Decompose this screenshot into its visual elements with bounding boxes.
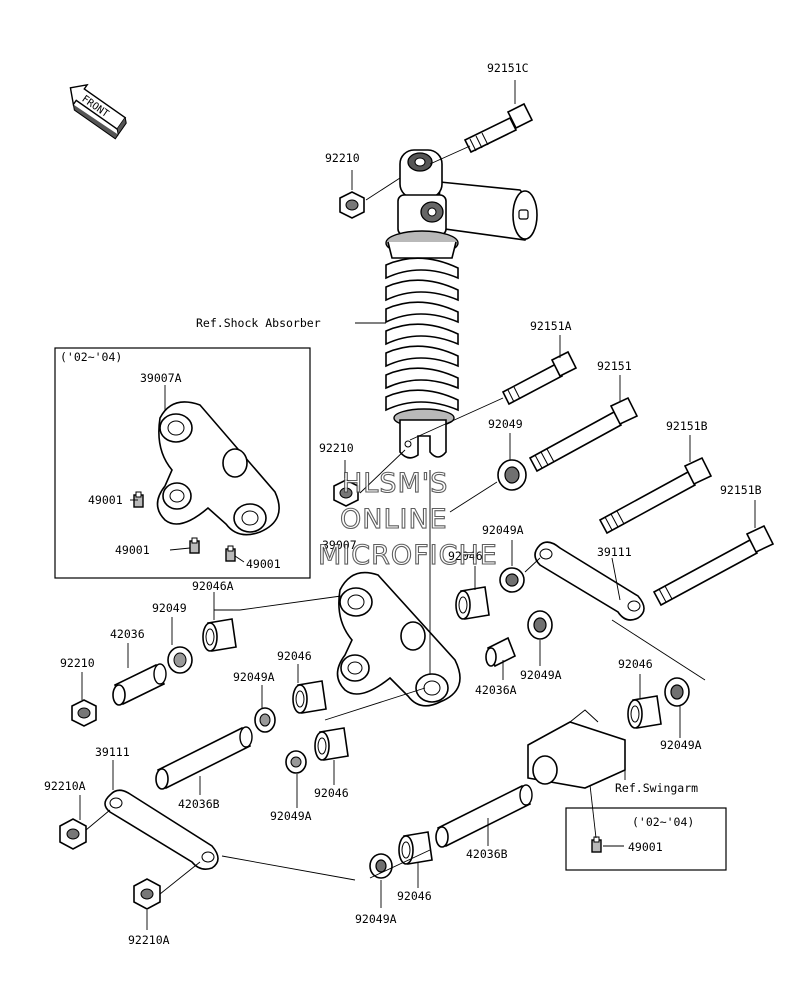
label-42036B-2: 42036B <box>466 847 508 861</box>
tie-rod-39111-left <box>104 789 219 870</box>
label-92046-right: 92046 <box>618 657 653 671</box>
nut-92210-mid <box>333 479 359 507</box>
grease-nipple-49001-b <box>189 537 200 554</box>
grease-nipple-49001-swingarm <box>591 836 602 853</box>
label-92210-mid: 92210 <box>319 441 354 455</box>
label-39111-left: 39111 <box>95 745 130 759</box>
label-92151: 92151 <box>597 359 632 373</box>
leader-lines <box>79 80 756 930</box>
label-92049A-mid: 92049A <box>233 670 275 684</box>
label-92046-mid: 92046 <box>277 649 312 663</box>
label-92049A-right1: 92049A <box>520 668 562 682</box>
rocker-arm-39007 <box>336 571 461 707</box>
bolt-92151B-1 <box>598 456 713 535</box>
label-92151B-1: 92151B <box>666 419 708 433</box>
watermark-line-2: ONLINE <box>340 504 448 535</box>
label-92046A: 92046A <box>192 579 234 593</box>
swingarm <box>527 709 626 789</box>
inset-frame-left <box>54 347 311 579</box>
label-49001-a: 49001 <box>88 493 123 507</box>
label-92049A-upper: 92049A <box>482 523 524 537</box>
label-92151A: 92151A <box>530 319 572 333</box>
bolt-92151A <box>501 350 578 406</box>
washers <box>167 459 690 879</box>
label-42036A: 42036A <box>475 683 517 697</box>
label-92046-bottom: 92046 <box>397 889 432 903</box>
label-92049A-low: 92049A <box>270 809 312 823</box>
label-39007A: 39007A <box>140 371 182 385</box>
bearings <box>202 586 662 865</box>
label-39111-right: 39111 <box>597 545 632 559</box>
label-42036B-1: 42036B <box>178 797 220 811</box>
front-arrow-icon: FRONT <box>69 83 127 140</box>
watermark-line-1: HLSM'S <box>342 468 448 499</box>
label-ref-shock-absorber: Ref.Shock Absorber <box>196 316 321 330</box>
label-49001-b: 49001 <box>115 543 150 557</box>
nut-92210-left <box>71 699 97 727</box>
label-92049A-right2: 92049A <box>660 738 702 752</box>
watermark-line-3: MICROFICHE <box>318 540 498 571</box>
sleeve-42036B-2 <box>435 784 533 848</box>
label-49001-c: 49001 <box>246 557 281 571</box>
nut-92210-top <box>339 191 365 219</box>
bolt-92151C <box>463 102 534 154</box>
grease-nipple-49001-a <box>133 491 144 508</box>
part-labels: 92151C 92210 Ref.Shock Absorber 92151A 9… <box>44 61 762 947</box>
label-39007: 39007 <box>322 538 357 552</box>
label-92046-upper: 92046 <box>448 549 483 563</box>
label-92210-left: 92210 <box>60 656 95 670</box>
label-92210A-1: 92210A <box>44 779 86 793</box>
tie-rod-39111-right <box>534 541 645 621</box>
grease-nipple-49001-c <box>225 545 236 562</box>
label-92049A-bottom: 92049A <box>355 912 397 926</box>
label-ref-swingarm: Ref.Swingarm <box>615 781 698 795</box>
label-42036: 42036 <box>110 627 145 641</box>
label-92151C: 92151C <box>487 61 529 75</box>
label-inset-left-years: ('02~'04) <box>60 350 122 364</box>
sleeve-42036A <box>485 636 517 668</box>
bolt-92151 <box>528 396 639 473</box>
nut-92210A-2 <box>133 878 161 910</box>
shock-absorber <box>385 149 538 459</box>
label-inset-right-years: ('02~'04) <box>632 815 694 829</box>
label-92049-left: 92049 <box>152 601 187 615</box>
label-92049-upper: 92049 <box>488 417 523 431</box>
label-92210-top: 92210 <box>325 151 360 165</box>
sleeve-42036 <box>112 663 167 706</box>
watermark: HLSM'S ONLINE MICROFICHE <box>317 467 498 571</box>
label-92046-low: 92046 <box>314 786 349 800</box>
bolt-92151B-2 <box>652 524 775 607</box>
sleeve-42036B-1 <box>155 726 253 790</box>
sleeves <box>112 636 533 848</box>
nut-92210A-1 <box>59 818 87 850</box>
inset-frame-right <box>565 807 727 871</box>
rocker-arm-39007A <box>156 401 280 536</box>
label-92151B-2: 92151B <box>720 483 762 497</box>
label-49001-swingarm: 49001 <box>628 840 663 854</box>
label-92210A-2: 92210A <box>128 933 170 947</box>
